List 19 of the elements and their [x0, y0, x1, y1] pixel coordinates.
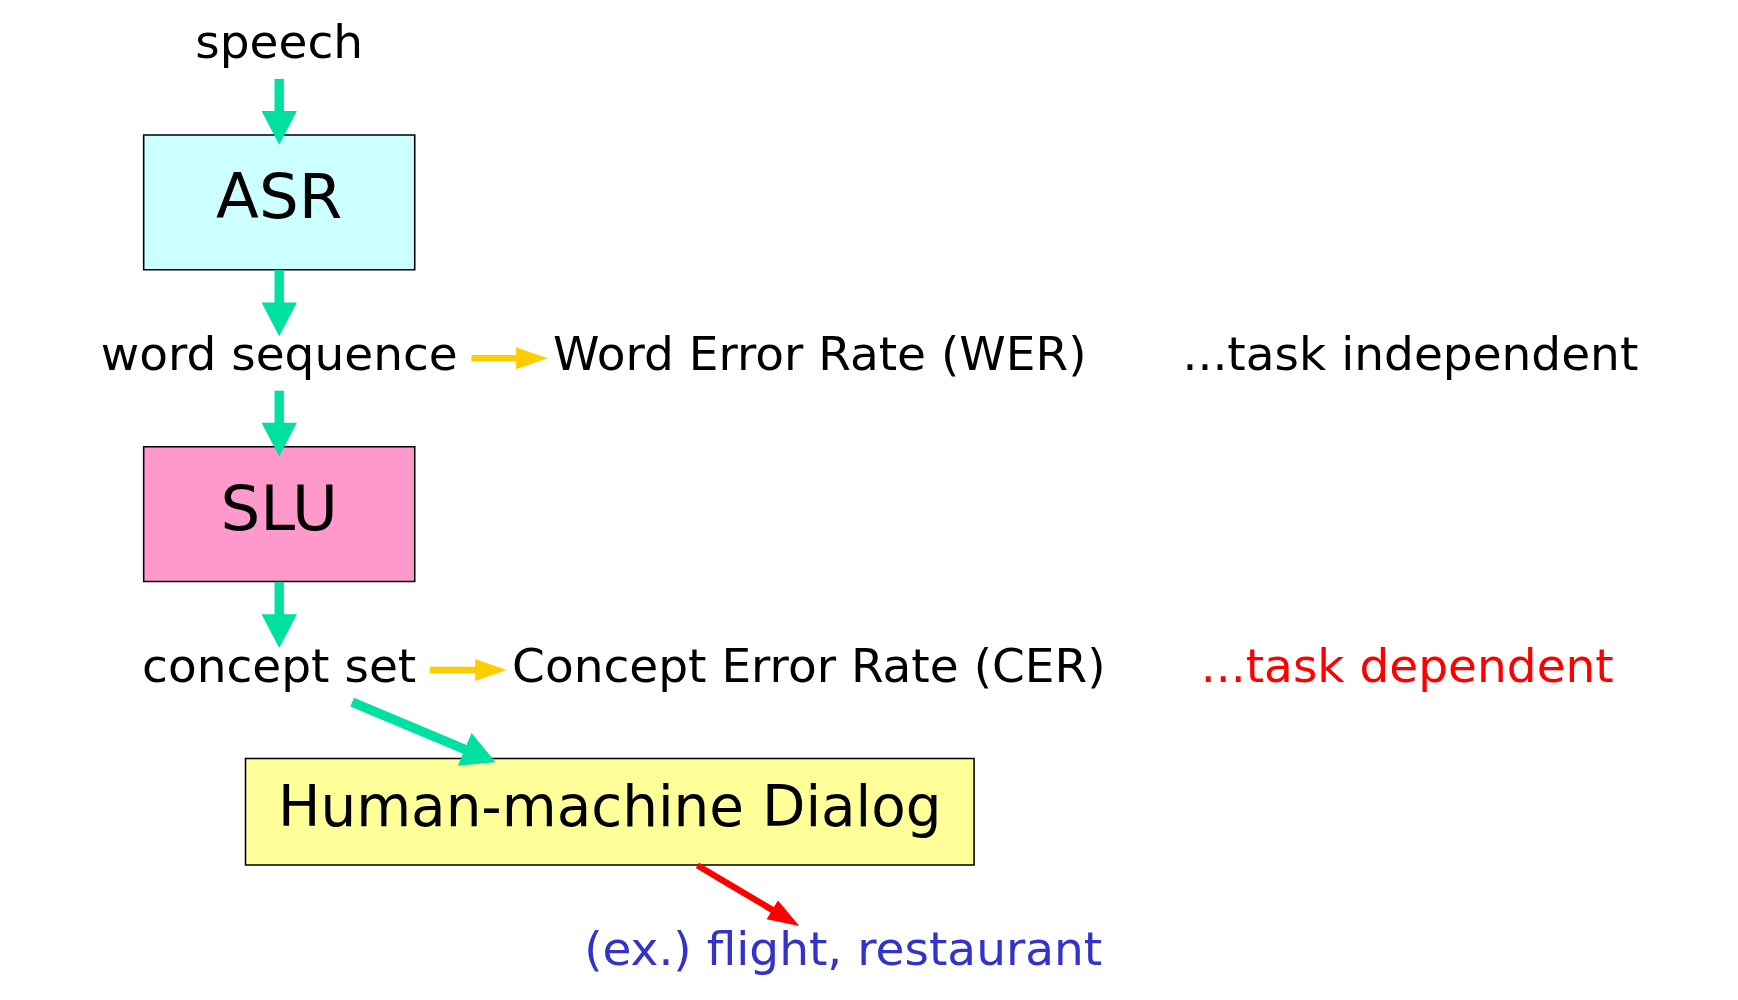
node-text: speech: [194, 14, 363, 70]
arrow: [470, 347, 548, 370]
node-text: concept set: [141, 637, 416, 693]
arrow: [429, 659, 507, 681]
arrow: [349, 697, 496, 766]
node-box: ASR: [142, 134, 415, 271]
label: ...task independent: [1182, 325, 1638, 381]
node-box: SLU: [142, 445, 415, 583]
node-box: Human-machine Dialog: [244, 757, 975, 866]
node-text: Word Error Rate (WER): [552, 325, 1086, 381]
arrow: [261, 270, 297, 337]
label: ...task dependent: [1200, 637, 1614, 693]
node-text: Concept Error Rate (CER): [511, 637, 1105, 693]
node-text: (ex.) flight, restaurant: [583, 921, 1102, 977]
node-text: word sequence: [100, 325, 458, 381]
arrow: [261, 78, 297, 145]
arrow: [695, 862, 799, 926]
arrow: [261, 581, 297, 648]
arrow: [261, 390, 297, 457]
